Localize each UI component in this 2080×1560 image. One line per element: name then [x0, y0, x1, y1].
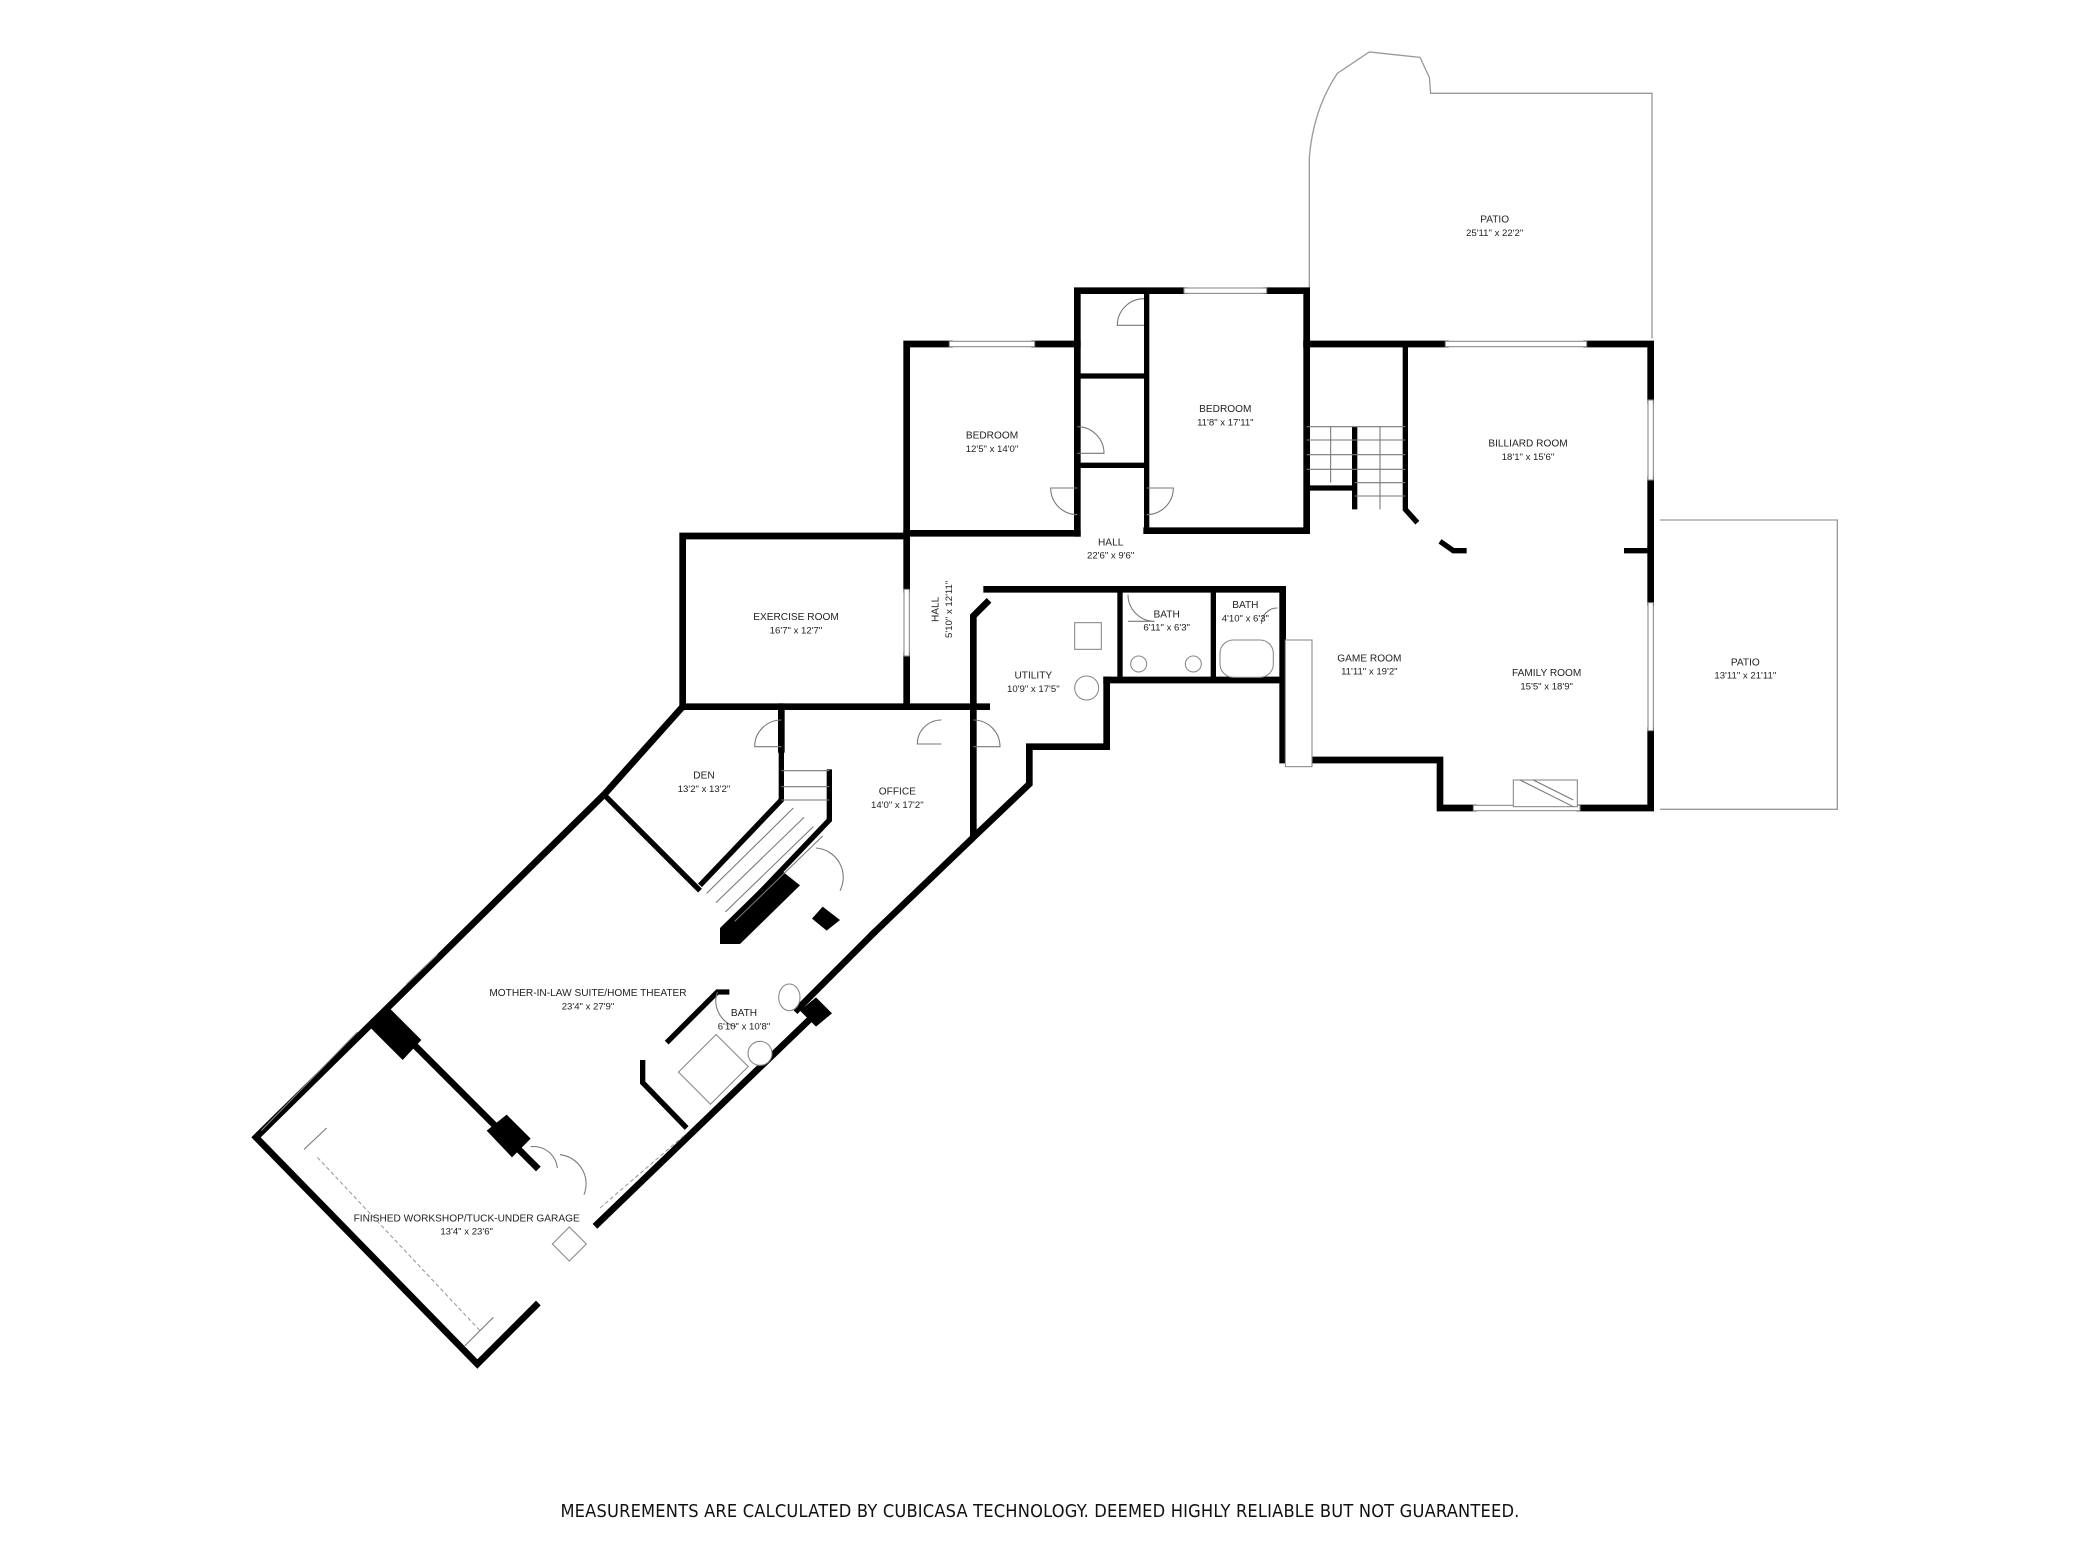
patio-top-outline — [1308, 51, 1653, 339]
room-labels: PATIO 25'11" x 22'2" BEDROOM 12'5" x 14'… — [354, 215, 1777, 1238]
svg-text:6'11" x 6'3": 6'11" x 6'3" — [1143, 623, 1190, 634]
svg-text:14'0" x 17'2": 14'0" x 17'2" — [871, 800, 924, 811]
svg-text:13'4" x 23'6": 13'4" x 23'6" — [440, 1227, 493, 1238]
svg-text:EXERCISE ROOM: EXERCISE ROOM — [753, 612, 839, 623]
svg-text:12'5" x 14'0": 12'5" x 14'0" — [966, 444, 1019, 455]
patio-right-outline — [1660, 519, 1838, 810]
room-label-patio-top: PATIO 25'11" x 22'2" — [1466, 215, 1523, 239]
svg-text:FINISHED WORKSHOP/TUCK-UNDER G: FINISHED WORKSHOP/TUCK-UNDER GARAGE — [354, 1213, 580, 1224]
svg-text:11'8" x 17'11": 11'8" x 17'11" — [1197, 417, 1254, 428]
stairs-den — [706, 770, 830, 922]
svg-text:22'6" x 9'6": 22'6" x 9'6" — [1087, 551, 1134, 562]
room-label-bedroom-right: BEDROOM 11'8" x 17'11" — [1197, 404, 1254, 428]
room-label-office: OFFICE 14'0" x 17'2" — [871, 787, 924, 811]
room-label-utility: UTILITY 10'9" x 17'5" — [1007, 671, 1060, 695]
room-label-mother-in-law-suite: MOTHER-IN-LAW SUITE/HOME THEATER 23'4" x… — [489, 988, 686, 1012]
room-label-hall-main: HALL 22'6" x 9'6" — [1087, 537, 1134, 561]
svg-text:13'11" x 21'11": 13'11" x 21'11" — [1714, 671, 1776, 682]
svg-text:25'11" x 22'2": 25'11" x 22'2" — [1466, 228, 1523, 239]
svg-text:FAMILY ROOM: FAMILY ROOM — [1512, 668, 1581, 679]
room-label-hall-vertical: HALL 5'10" x 12'11" — [931, 581, 955, 638]
svg-text:DEN: DEN — [693, 771, 714, 782]
svg-text:16'7" x 12'7": 16'7" x 12'7" — [770, 625, 823, 636]
svg-text:HALL: HALL — [931, 596, 942, 622]
svg-text:MOTHER-IN-LAW SUITE/HOME THEAT: MOTHER-IN-LAW SUITE/HOME THEATER — [489, 988, 686, 999]
svg-text:15'5" x 18'9": 15'5" x 18'9" — [1520, 681, 1573, 692]
svg-text:BATH: BATH — [1154, 609, 1180, 620]
room-label-bath-3: BATH 6'10" x 10'8" — [718, 1008, 771, 1032]
doors — [530, 298, 1278, 1195]
svg-text:4'10" x 6'3": 4'10" x 6'3" — [1222, 613, 1269, 624]
svg-text:5'10" x 12'11": 5'10" x 12'11" — [944, 581, 955, 638]
exterior-walls — [251, 287, 1654, 1369]
room-label-bath-2: BATH 4'10" x 6'3" — [1222, 600, 1269, 624]
room-label-game-room: GAME ROOM 11'11" x 19'2" — [1337, 653, 1401, 677]
room-label-den: DEN 13'2" x 13'2" — [678, 771, 731, 795]
svg-text:10'9" x 17'5": 10'9" x 17'5" — [1007, 684, 1060, 695]
svg-text:GAME ROOM: GAME ROOM — [1337, 653, 1401, 664]
room-label-workshop-garage: FINISHED WORKSHOP/TUCK-UNDER GARAGE 13'4… — [354, 1213, 580, 1237]
room-label-exercise-room: EXERCISE ROOM 16'7" x 12'7" — [753, 612, 839, 636]
stairs-upper — [1306, 426, 1406, 510]
measurement-disclaimer: MEASUREMENTS ARE CALCULATED BY CUBICASA … — [560, 1502, 1520, 1522]
svg-text:13'2" x 13'2": 13'2" x 13'2" — [678, 784, 731, 795]
svg-text:PATIO: PATIO — [1480, 215, 1509, 226]
svg-text:BATH: BATH — [1232, 600, 1258, 611]
room-label-family-room: FAMILY ROOM 15'5" x 18'9" — [1512, 668, 1581, 692]
room-label-bath-1: BATH 6'11" x 6'3" — [1143, 609, 1190, 633]
svg-text:6'10" x 10'8": 6'10" x 10'8" — [718, 1021, 771, 1032]
svg-text:23'4" x 27'9": 23'4" x 27'9" — [562, 1001, 615, 1012]
room-label-patio-right: PATIO 13'11" x 21'11" — [1714, 657, 1776, 681]
svg-text:BEDROOM: BEDROOM — [966, 431, 1018, 442]
svg-text:BILLIARD ROOM: BILLIARD ROOM — [1488, 439, 1567, 450]
svg-text:18'1" x 15'6": 18'1" x 15'6" — [1502, 452, 1555, 463]
svg-text:BATH: BATH — [731, 1008, 757, 1019]
svg-text:HALL: HALL — [1098, 537, 1124, 548]
svg-text:OFFICE: OFFICE — [879, 787, 916, 798]
room-label-billiard-room: BILLIARD ROOM 18'1" x 15'6" — [1488, 439, 1567, 463]
room-label-bedroom-left: BEDROOM 12'5" x 14'0" — [966, 431, 1019, 455]
fixtures — [303, 622, 1578, 1348]
svg-text:11'11" x 19'2": 11'11" x 19'2" — [1341, 667, 1398, 678]
svg-text:PATIO: PATIO — [1731, 657, 1760, 668]
svg-text:UTILITY: UTILITY — [1014, 671, 1052, 682]
svg-text:BEDROOM: BEDROOM — [1199, 404, 1251, 415]
